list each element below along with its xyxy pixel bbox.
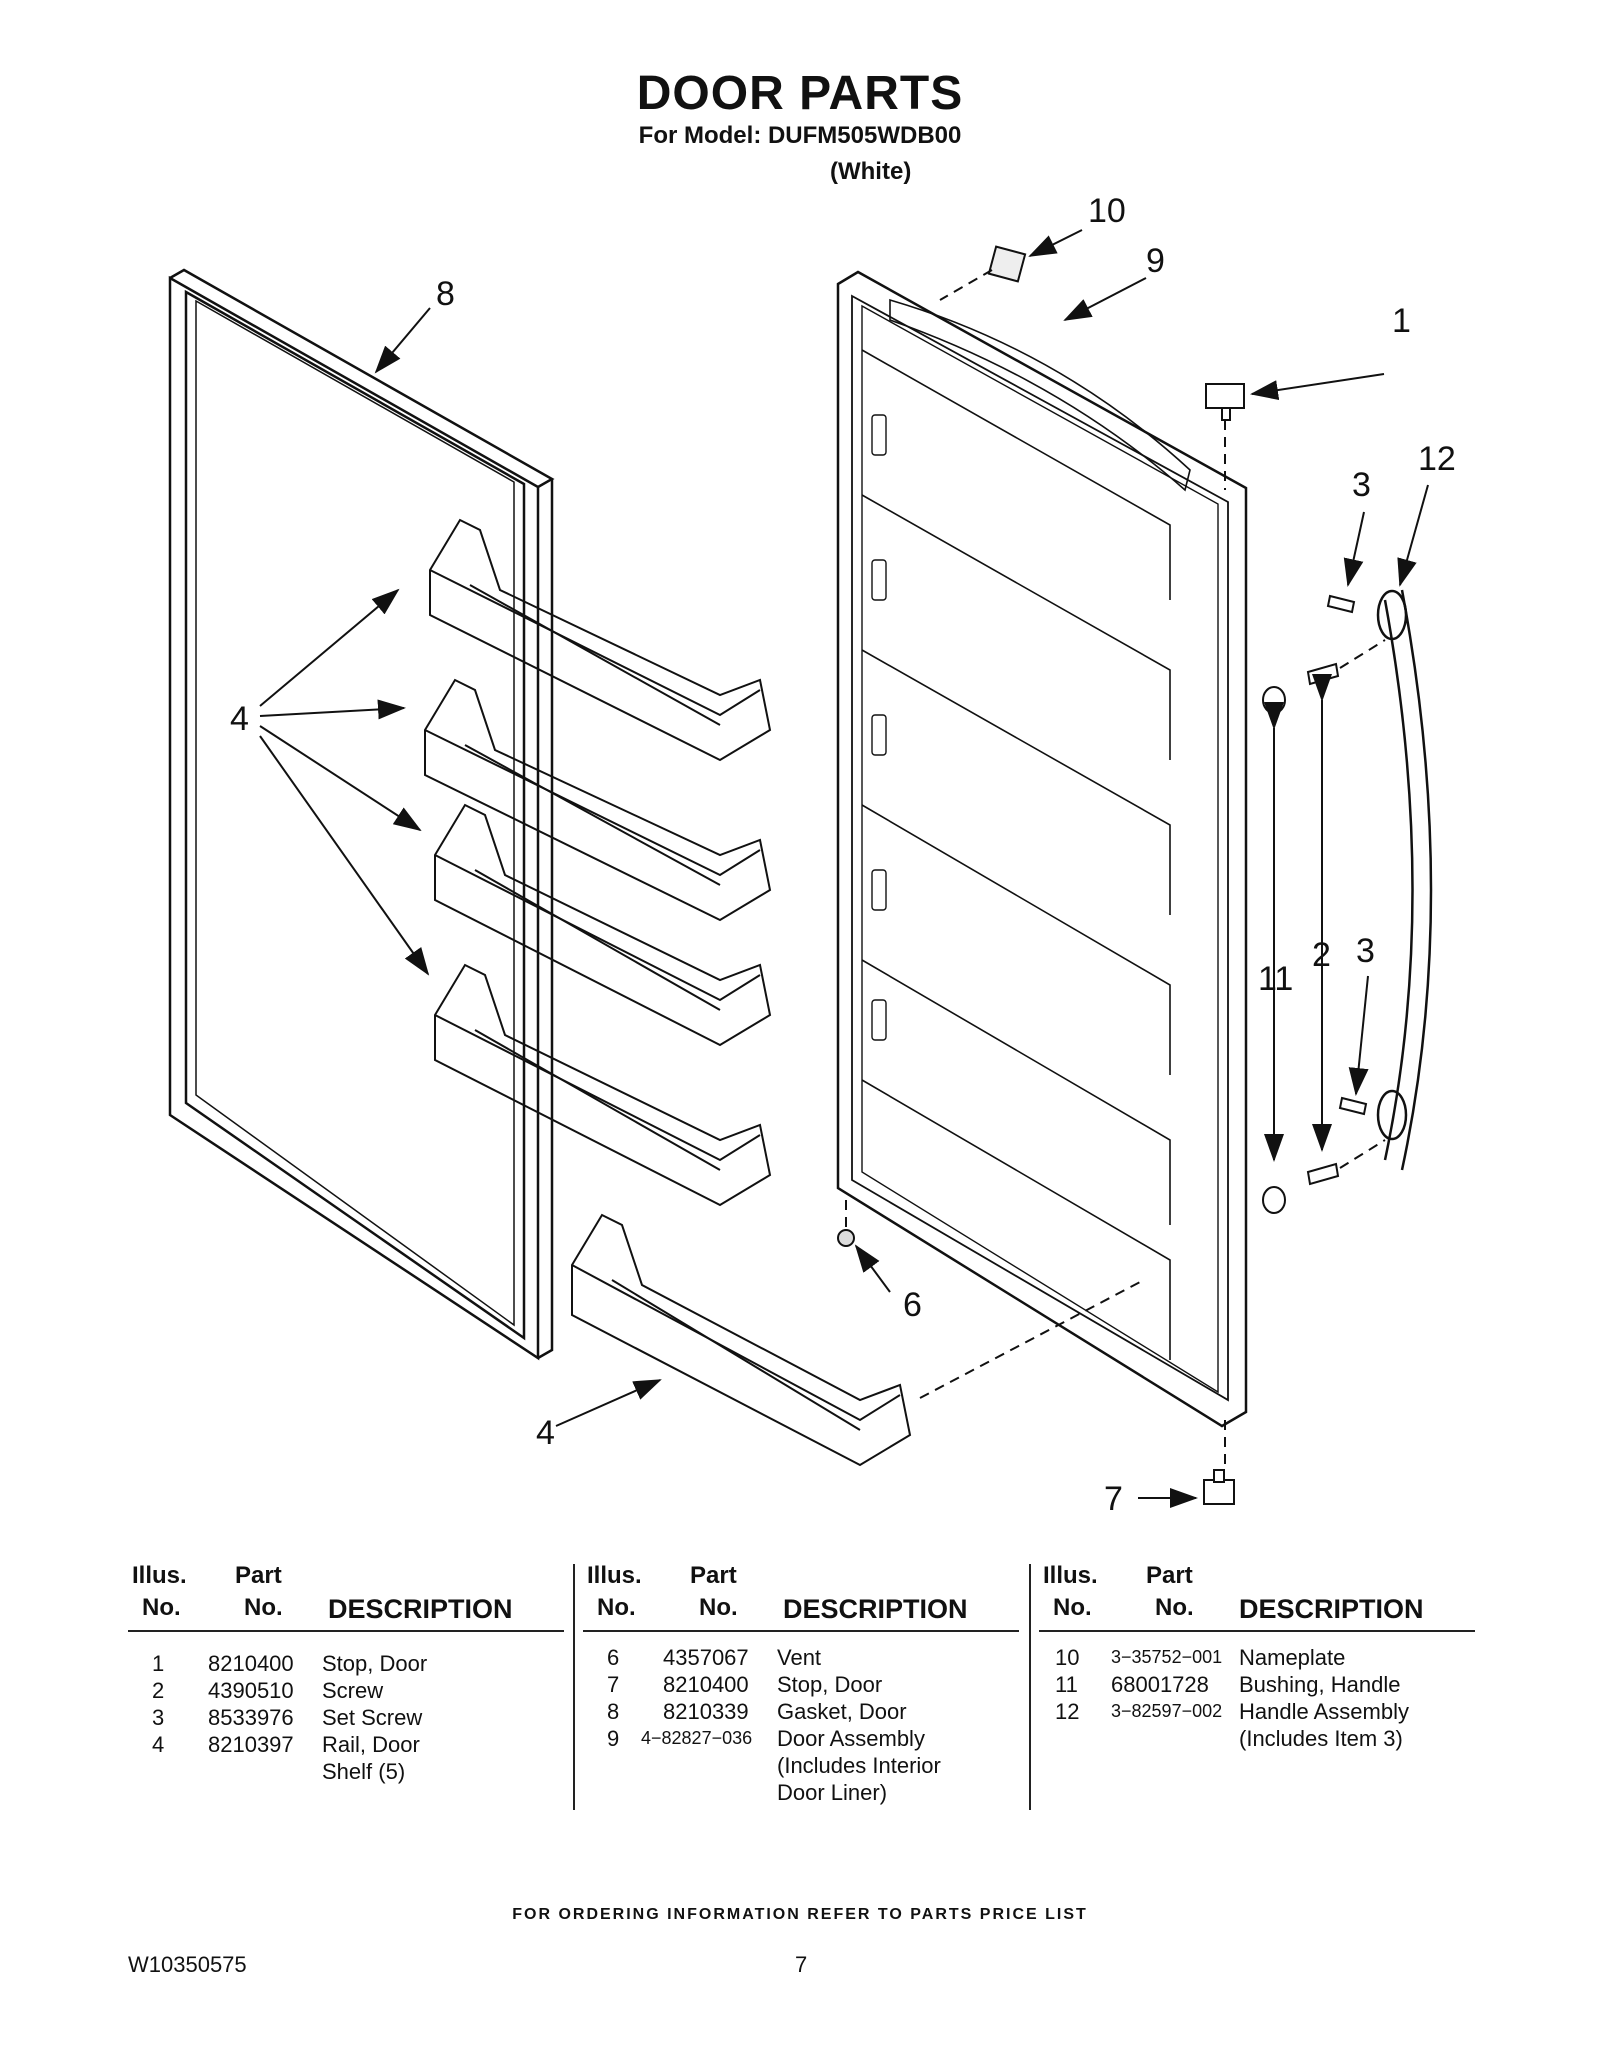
description-header: DESCRIPTION xyxy=(783,1594,968,1624)
illus-header-top: Illus. xyxy=(587,1562,642,1589)
part-header-top: Part xyxy=(1146,1562,1193,1589)
callout-4: 4 xyxy=(536,1414,555,1452)
ordering-note: FOR ORDERING INFORMATION REFER TO PARTS … xyxy=(512,1906,1088,1923)
illus-header-top: Illus. xyxy=(132,1562,187,1589)
part-header-bottom: No. xyxy=(244,1594,283,1621)
callout-1: 1 xyxy=(1392,302,1411,340)
callout-10: 10 xyxy=(1088,192,1126,230)
callout-labels: 10 9 8 1 3 12 4 11 2 3 6 4 7 xyxy=(230,192,1456,1510)
callout-7: 7 xyxy=(1104,1480,1123,1510)
door-stop-bottom xyxy=(1203,1469,1235,1505)
callout-8: 8 xyxy=(436,275,455,313)
table-row: (Includes Item 3) xyxy=(1239,1726,1403,1751)
door-shelf xyxy=(429,518,772,762)
description-header: DESCRIPTION xyxy=(1239,1594,1424,1624)
header-rule xyxy=(128,1630,564,1632)
callout-3: 3 xyxy=(1352,466,1371,504)
door-shelves xyxy=(424,518,912,1467)
page-number: 7 xyxy=(795,1952,808,1977)
color-line: (White) xyxy=(830,158,912,185)
table-row: Door Liner) xyxy=(777,1780,888,1805)
part-header-top: Part xyxy=(690,1562,737,1589)
callout-9: 9 xyxy=(1146,242,1165,280)
table-row: Shelf (5) xyxy=(322,1759,406,1784)
header-rule xyxy=(1039,1630,1475,1632)
column-divider xyxy=(573,1564,575,1810)
handle-screws xyxy=(1306,594,1368,1186)
callout-2: 2 xyxy=(1312,936,1331,974)
illus-header-bottom: No. xyxy=(597,1594,636,1621)
description-header: DESCRIPTION xyxy=(328,1594,513,1624)
callout-arrows xyxy=(259,229,1429,1508)
callout-11: 11 xyxy=(1258,960,1293,998)
vent xyxy=(837,1229,855,1247)
part-header-bottom: No. xyxy=(699,1594,738,1621)
callout-12: 12 xyxy=(1418,440,1456,478)
table-header: Illus. No. Part No. DESCRIPTION xyxy=(1039,1562,1475,1628)
column-divider xyxy=(1029,1564,1031,1810)
header-rule xyxy=(583,1630,1019,1632)
door-shelf xyxy=(434,803,772,1047)
illus-header-bottom: No. xyxy=(142,1594,181,1621)
door-shelf-bottom xyxy=(571,1213,912,1467)
table-header: Illus. No. Part No. DESCRIPTION xyxy=(128,1562,564,1628)
door-shelf xyxy=(434,963,772,1207)
model-line: For Model: DUFM505WDB00 xyxy=(638,122,962,149)
door-shelf xyxy=(424,678,772,922)
page-title: DOOR PARTS xyxy=(636,67,964,120)
table-header: Illus. No. Part No. DESCRIPTION xyxy=(583,1562,1019,1628)
door-stop-top xyxy=(1205,383,1245,421)
document-number: W10350575 xyxy=(128,1952,247,1977)
table-row: (Includes Interior xyxy=(777,1753,941,1778)
illus-header-bottom: No. xyxy=(1053,1594,1092,1621)
callout-4: 4 xyxy=(230,700,249,738)
callout-6: 6 xyxy=(903,1286,922,1324)
nameplate xyxy=(987,245,1027,283)
exploded-parts-diagram: 10 9 8 1 3 12 4 11 2 3 6 4 7 xyxy=(168,192,1456,1510)
door-gasket xyxy=(168,268,555,1361)
part-header-bottom: No. xyxy=(1155,1594,1194,1621)
illus-header-top: Illus. xyxy=(1043,1562,1098,1589)
assembly-lines xyxy=(845,269,1386,1468)
callout-3: 3 xyxy=(1356,932,1375,970)
door-assembly xyxy=(836,270,1248,1428)
part-header-top: Part xyxy=(235,1562,282,1589)
handle-assembly xyxy=(1376,589,1433,1171)
